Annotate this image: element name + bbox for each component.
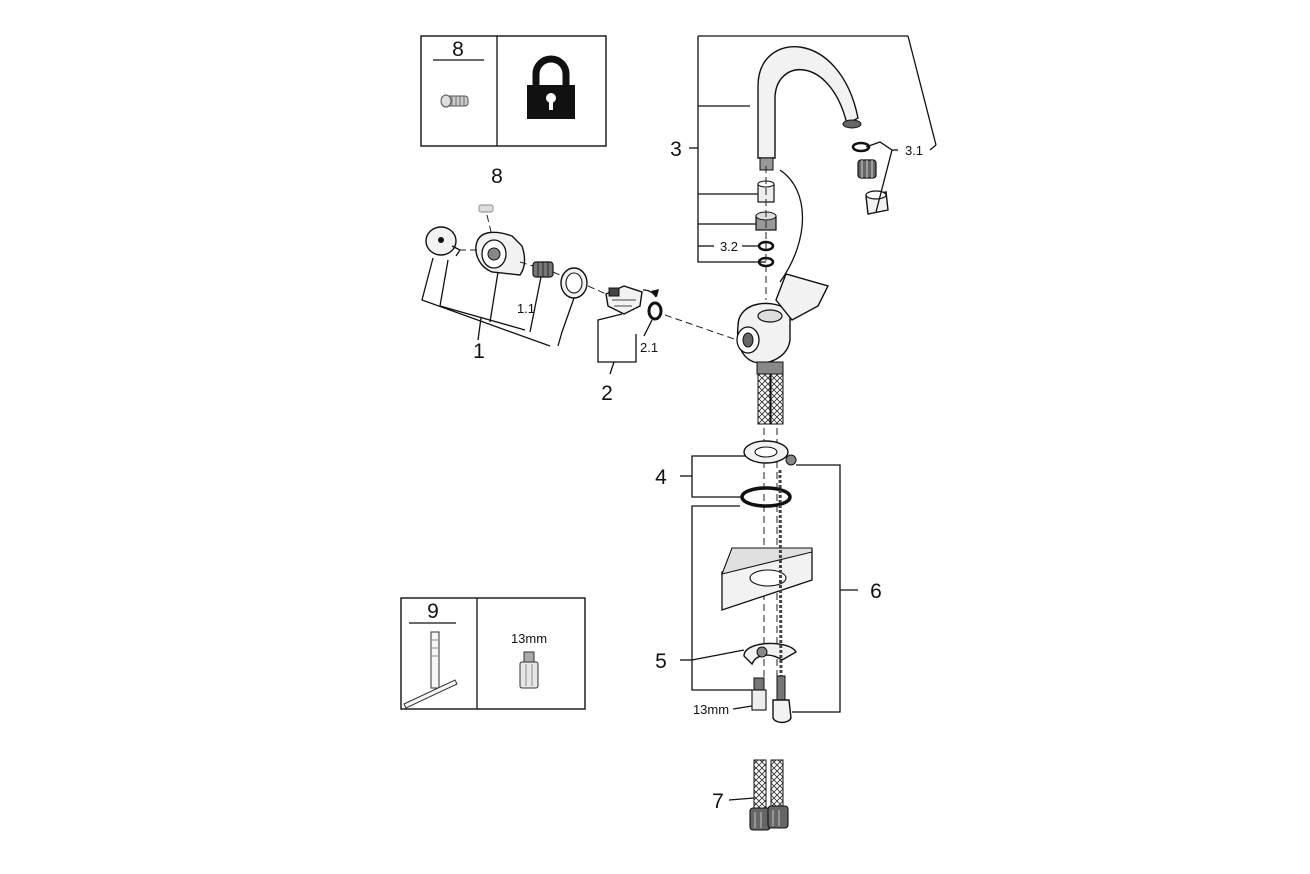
padlock-icon: [527, 55, 575, 119]
threaded-rod-end-icon: [772, 675, 792, 724]
label-2: 2: [601, 382, 613, 405]
box-9-size-label: 13mm: [511, 631, 547, 646]
handle-group-1: 8 1.: [421, 165, 588, 363]
flange-icon: [743, 440, 797, 466]
group-6: 6: [772, 464, 882, 724]
screw-icon: [478, 204, 494, 213]
box-9-label: 9: [427, 600, 439, 623]
aerator-housing-icon: [865, 190, 889, 215]
group-4: 4: [655, 440, 797, 508]
box-part-8: 8: [420, 35, 607, 147]
label-7: 7: [712, 790, 724, 813]
group-5: 5 13mm: [655, 505, 813, 717]
lever-icon: [475, 231, 526, 276]
cartridge-group-2: 2.1 2: [597, 285, 738, 405]
label-5: 5: [655, 650, 667, 673]
label-3-2: 3.2: [720, 239, 738, 254]
label-4: 4: [655, 466, 667, 489]
spout-group-3: 3 3.1 3.2: [670, 35, 937, 300]
label-1: 1: [473, 340, 485, 363]
spout-icon: [757, 45, 862, 171]
label-1-1: 1.1: [517, 301, 535, 316]
label-13mm: 13mm: [693, 702, 729, 717]
tool-key-icon: [403, 631, 458, 709]
label-3-1: 3.1: [905, 143, 923, 158]
label-6: 6: [870, 580, 882, 603]
fixing-nut-icon: [751, 677, 767, 711]
group-7: 7: [712, 759, 789, 831]
box-8-label: 8: [452, 38, 464, 61]
faucet-body-icon: [736, 273, 830, 375]
aerator-icon: [857, 159, 877, 179]
bushing-icon: [532, 261, 554, 278]
label-2-1: 2.1: [640, 340, 658, 355]
nut-icon: [519, 651, 539, 689]
bracket-icon: [743, 642, 797, 666]
box-part-9: 9 13mm: [400, 597, 586, 710]
o-ring-icon: [647, 301, 663, 321]
label-8: 8: [491, 165, 503, 188]
cap-icon: [425, 226, 461, 257]
hose-nut-icon: [749, 805, 789, 831]
label-3: 3: [670, 138, 682, 161]
screw-icon: [440, 94, 469, 108]
sleeve-icon: [560, 267, 588, 299]
cartridge-icon: [605, 285, 643, 315]
countertop-icon: [721, 547, 813, 611]
